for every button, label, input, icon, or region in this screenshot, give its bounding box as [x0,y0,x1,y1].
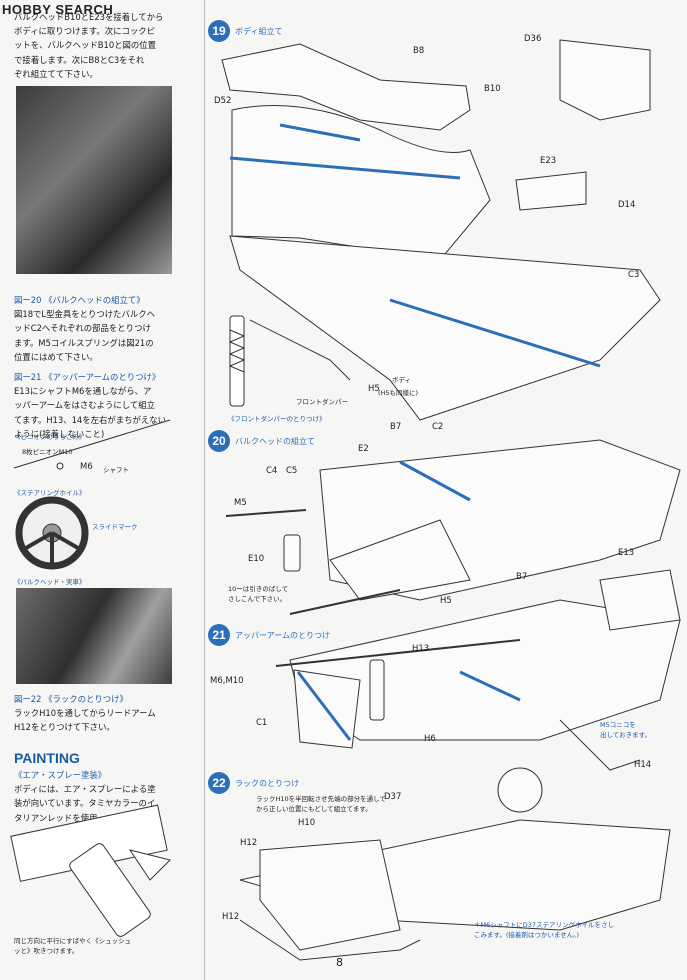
rack-note: ラックH10を半回転させ先端の部分を通して から正しい位置にもどして組立てます。 [256,795,386,813]
part-h5: H5 [368,384,380,394]
wheel-title: 《ステアリングホイル》 [14,489,86,497]
part-d14: D14 [618,200,636,210]
m6-shaft-note: ＊M6シャフトにD37ステアリングホイルをさし こみます。(接着剤はつかいません… [474,921,615,939]
shaft-label: M6 [80,462,93,472]
step-19-number: 19 [208,20,230,42]
part-e10: E10 [248,554,265,564]
step-22-title: ラックのとりつけ [235,778,300,788]
step22-drawing [239,767,671,961]
part-c2: C2 [432,422,444,432]
pinion-shaft-drawing [13,419,171,470]
step-22-number: 22 [208,772,230,794]
front-damper-caption: 《フロントダンパーのとりつけ》 [228,415,326,423]
part-m5: M5 [234,498,247,508]
part-h12-bottom: H12 [222,912,240,922]
part-d37: D37 [384,792,402,802]
fig21-text: 図ー21 《アッパーアームのとりつけ》 E13にシャフトM6を通しながら、ア ッ… [14,372,166,439]
part-h10: H10 [298,818,316,828]
part-m6-m10: M6,M10 [210,676,244,686]
painting-text: 《エア・スプレー塗装》 ボディには、エア・スプレーによる塗 装が向いています。タ… [14,770,156,823]
step-21-header: 21 アッパーアームのとりつけ [208,624,330,646]
part-d36: D36 [524,34,542,44]
part-h6: H6 [424,734,436,744]
part-h5-step21: H5 [440,596,452,606]
pinion-title: 《ピニオンのうちこみ》 [14,433,86,441]
step-19-title: ボディ組立て [235,26,283,36]
fig20-text: 図ー20 《バルクヘッドの組立て》 図18でL型金具をとりつけたバルクヘ ッドC… [14,295,156,362]
page-number: 8 [336,956,343,969]
m5-note2: M5コニコを 出しておきます。 [600,721,651,739]
part-b7-top: B7 [390,422,402,432]
spray-can-drawing [10,804,171,937]
part-e13: E13 [618,548,635,558]
cockpit-photo [16,86,172,274]
intro-text: バルクヘッドB10とE23を接着してから ボディに取りつけます。次にコックピ ッ… [14,12,164,79]
painting-title: PAINTING [14,750,80,766]
pinion-label: 8枚ピニオンM10 [22,448,73,456]
part-b10: B10 [484,84,501,94]
bulkhead-photo [16,588,172,684]
part-d52: D52 [214,96,232,106]
step20-blue-stripes [399,460,471,502]
step19-blue-stripes [229,123,601,368]
spray-caption: 同じ方向に平行にすばやく《シュッシュ ッと》吹きつけます。 [14,937,132,955]
step19-drawing [221,39,661,421]
part-c1: C1 [256,718,268,728]
part-e2: E2 [358,444,369,454]
bulkhead-photo-title: 《バルクヘッド・実車》 [14,578,86,586]
watermark: HOBBY SEARCH [2,2,114,17]
part-b7-bottom: B7 [516,572,528,582]
part-h13: H13 [412,644,430,654]
shaft-word: シャフト [103,466,129,474]
column-divider [204,0,205,980]
part-h12-top: H12 [240,838,258,848]
h5-note: (H5も同様に) [378,389,419,397]
part-c3: C3 [628,270,640,280]
slide-mark-label: スライドマーク [92,523,138,531]
part-e23: E23 [540,156,557,166]
step-20-title: バルクヘッドの組立て [235,436,315,446]
part-h14: H14 [634,760,652,770]
steering-wheel-drawing [15,496,89,570]
part-b8: B8 [413,46,425,56]
step20-drawing [225,439,681,615]
step21-drawing [275,569,681,771]
part-c5: C5 [286,466,298,476]
front-damper-label: フロントダンパー [296,398,348,406]
front-damper-drawing [228,315,351,407]
m5-stretch-note: 10ーは引きのばして さしこんで下さい。 [228,585,289,603]
step21-blue-stripes [296,670,521,741]
part-c4: C4 [266,466,278,476]
step-21-number: 21 [208,624,230,646]
step-20-number: 20 [208,430,230,452]
body-label: ボディ [392,376,412,384]
step-20-header: 20 バルクヘッドの組立て [208,430,315,452]
step-21-title: アッパーアームのとりつけ [235,630,331,640]
step-19-header: 19 ボディ組立て [208,20,282,42]
fig22-text: 図ー22 《ラックのとりつけ》 ラックH10を通してからリードアーム H12をと… [14,694,156,733]
step-22-header: 22 ラックのとりつけ [208,772,299,794]
